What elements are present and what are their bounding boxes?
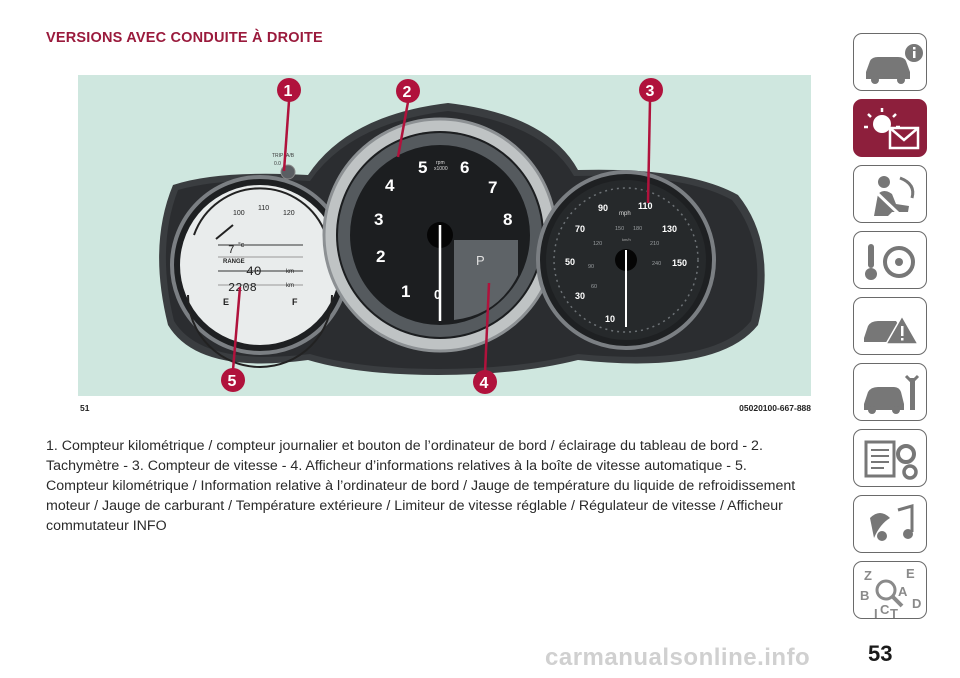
tab-dashboard[interactable] [853, 99, 927, 157]
svg-text:4: 4 [480, 375, 489, 392]
temp-tick: 100 [233, 210, 245, 217]
starting-driving-icon [865, 244, 915, 280]
tach-tick: 7 [488, 178, 497, 197]
tab-safety[interactable] [853, 165, 927, 223]
tach-unit-multiplier: x1000 [434, 166, 448, 172]
svg-text:2: 2 [403, 84, 412, 101]
tab-index[interactable]: Z E B A C D T I [853, 561, 927, 620]
trip-value: 0.0 [274, 161, 281, 167]
outside-temp-value: 7 [228, 245, 235, 257]
tach-tick: 3 [374, 210, 383, 229]
mph-tick: 150 [672, 258, 687, 268]
gear-indicator: P [476, 253, 485, 268]
figure-description: 1. Compteur kilométrique / compteur jour… [46, 438, 796, 534]
callout-4: 4 [473, 370, 497, 394]
svg-text:C: C [880, 602, 890, 617]
tach-tick: 6 [460, 158, 469, 177]
tab-technical-data[interactable] [853, 429, 927, 487]
callout-3: 3 [639, 78, 663, 102]
tach-unit: rpm [436, 160, 445, 166]
speed-inner-unit: km/h [622, 237, 631, 242]
range-value: 40 [246, 264, 262, 279]
maintenance-icon [864, 374, 920, 414]
tab-starting[interactable] [853, 231, 927, 289]
tab-car-info[interactable] [853, 33, 927, 91]
svg-text:T: T [890, 606, 898, 620]
kmh-tick: 60 [591, 284, 597, 290]
fuel-empty-label: E [223, 297, 229, 307]
instrument-cluster-figure: 100 110 120 7 °c RANGE 40 km 2208 km E F… [78, 75, 811, 396]
kmh-tick: 120 [593, 241, 602, 247]
tach-tick: 5 [418, 158, 427, 177]
instrument-cluster-illustration: 100 110 120 7 °c RANGE 40 km 2208 km E F… [159, 78, 765, 394]
mph-tick: 110 [638, 201, 653, 211]
kmh-tick: 240 [652, 261, 661, 267]
mph-tick: 50 [565, 257, 575, 267]
svg-text:I: I [874, 606, 878, 620]
speedometer: 10 30 50 70 90 110 130 150 60 90 120 150… [536, 170, 716, 350]
car-info-icon [866, 44, 923, 84]
range-label: RANGE [223, 259, 245, 265]
multifunction-display: 100 110 120 7 °c RANGE 40 km 2208 km E F [170, 175, 350, 368]
range-unit: km [286, 269, 294, 275]
page-number: 53 [868, 641, 893, 666]
trip-label-ab: A/B [286, 153, 295, 159]
tachometer: 1 2 3 4 5 6 7 8 rpm x1000 0 P [322, 117, 558, 353]
multimedia-icon [870, 504, 914, 541]
trip-label: TRIP [272, 153, 284, 159]
fuel-full-label: F [292, 297, 298, 307]
svg-text:D: D [912, 596, 921, 611]
callout-2: 2 [396, 79, 420, 103]
odometer-value: 2208 [228, 281, 257, 295]
svg-text:A: A [898, 584, 908, 599]
technical-data-icon [864, 440, 918, 480]
figure-reference: 05020100-667-888 [739, 403, 811, 413]
kmh-tick: 180 [633, 226, 642, 232]
temp-tick: 120 [283, 210, 295, 217]
tab-multimedia[interactable] [853, 495, 927, 553]
svg-text:3: 3 [646, 83, 655, 100]
kmh-tick: 150 [615, 226, 624, 232]
watermark: carmanualsonline.info [545, 644, 811, 671]
emergency-icon [864, 314, 920, 345]
svg-text:B: B [860, 588, 869, 603]
svg-text:1: 1 [284, 83, 293, 100]
alphabetical-index-icon: Z E B A C D T I [860, 566, 921, 620]
figure-number: 51 [80, 403, 90, 413]
mph-tick: 30 [575, 291, 585, 301]
section-title: VERSIONS AVEC CONDUITE À DROITE [46, 30, 323, 46]
tab-emergency[interactable] [853, 297, 927, 355]
outside-temp-unit: °c [238, 241, 245, 249]
tach-tick: 4 [385, 176, 395, 195]
callout-5: 5 [221, 368, 245, 392]
mph-tick: 70 [575, 224, 585, 234]
tach-tick: 1 [401, 282, 410, 301]
tach-tick: 2 [376, 247, 385, 266]
callout-1: 1 [277, 78, 301, 102]
svg-text:E: E [906, 566, 915, 581]
odometer-unit: km [286, 283, 294, 289]
mph-tick: 10 [605, 314, 615, 324]
svg-text:Z: Z [864, 568, 872, 583]
tab-maintenance[interactable] [853, 363, 927, 421]
seatbelt-airbag-icon [874, 176, 915, 216]
kmh-tick: 210 [650, 241, 659, 247]
svg-text:5: 5 [228, 373, 237, 390]
kmh-tick: 90 [588, 264, 594, 270]
temp-tick: 110 [258, 205, 269, 212]
speed-unit: mph [619, 211, 631, 217]
mph-tick: 130 [662, 224, 677, 234]
mph-tick: 90 [598, 203, 608, 213]
tach-zero: 0 [434, 287, 441, 302]
tach-tick: 8 [503, 210, 512, 229]
dashboard-warning-light-icon [864, 108, 920, 150]
